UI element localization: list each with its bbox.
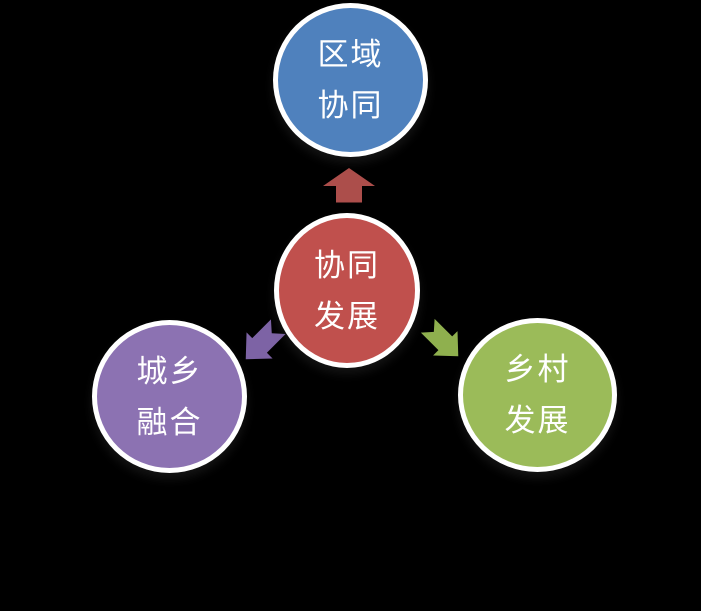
node-label-line: 城乡 (136, 353, 203, 389)
arrow-down-left-icon (245, 319, 286, 360)
node-coordinated-development: 协同 发展 (274, 213, 420, 368)
node-label-line: 发展 (504, 403, 571, 438)
node-label-line: 协同 (314, 247, 380, 283)
arrow-up-icon (323, 168, 375, 203)
arrow-down-right-icon (420, 318, 459, 357)
node-label-line: 发展 (314, 298, 380, 334)
node-urban-rural-integration: 城乡 融合 (92, 320, 247, 473)
node-region-coordination: 区域 协同 (273, 3, 428, 157)
node-label-line: 协同 (317, 88, 384, 123)
node-label-line: 融合 (136, 404, 203, 440)
node-label-line: 区域 (317, 37, 384, 72)
node-rural-development: 乡村 发展 (458, 318, 617, 472)
node-label-line: 乡村 (504, 352, 571, 387)
